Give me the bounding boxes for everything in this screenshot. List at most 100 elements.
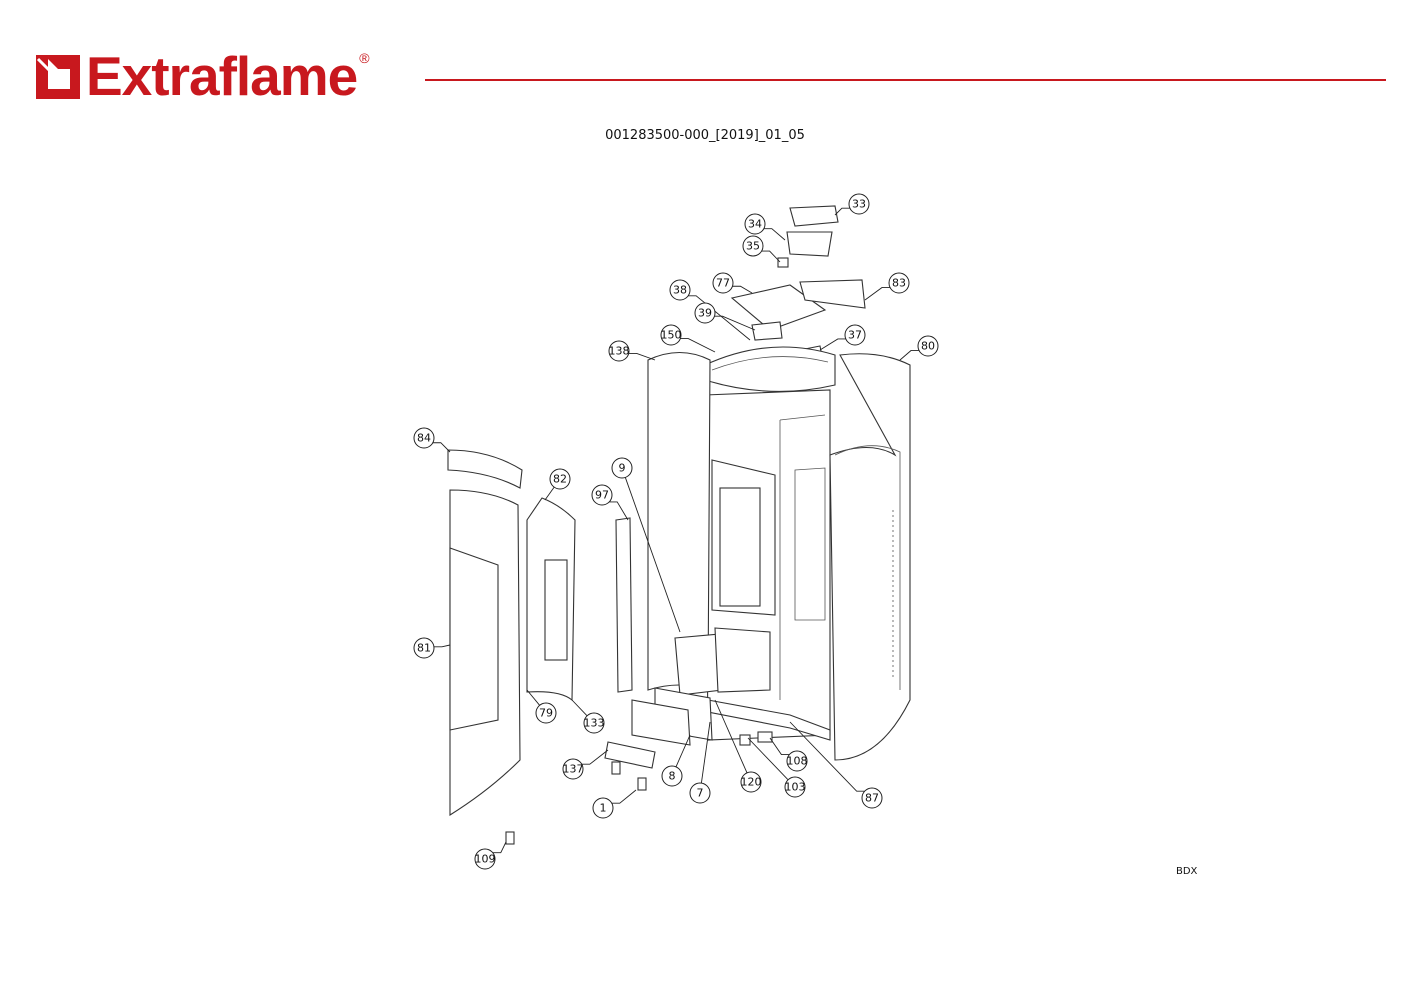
callout-number: 8 [669,770,676,783]
stove-parts-drawing [447,205,911,845]
logo-text: Extraflame [86,45,358,107]
callout-103: 103 [747,737,806,798]
callout-number: 83 [892,277,906,290]
callout-number: 97 [595,489,609,502]
leader-line [544,486,555,501]
callout-circle [608,340,630,362]
callout-circle [917,335,939,357]
callout-number: 82 [553,473,567,486]
callout-9: 9 [611,457,681,633]
leader-line [609,501,629,521]
callout-circle [535,702,557,724]
callout-38: 38 [669,279,751,341]
callout-circle [474,848,496,870]
callout-79: 79 [526,689,557,724]
callout-number: 81 [417,642,431,655]
leader-line [688,295,751,341]
leader-line [675,734,691,768]
leader-line [432,442,451,453]
callout-number: 137 [563,763,584,776]
callout-150: 150 [660,324,716,353]
callout-number: 39 [698,307,712,320]
leader-line [761,250,781,263]
callout-number: 77 [716,277,730,290]
callout-circle [591,484,613,506]
leader-line [789,721,865,792]
callout-circle [694,302,716,324]
callout-33: 33 [834,193,870,216]
leader-line [581,749,609,765]
brand-logo: Extraflame ® [34,45,370,107]
callout-number: 1 [600,802,607,815]
callout-137: 137 [562,749,609,780]
callout-number: 120 [741,776,762,789]
callout-8: 8 [661,734,691,787]
callout-number: 38 [673,284,687,297]
callout-number: 34 [748,218,762,231]
leader-line [680,338,716,353]
leader-line [571,699,588,717]
leader-line [769,737,790,755]
leader-line [526,689,540,706]
callout-circle [742,235,764,257]
leader-line [732,285,753,294]
callout-83: 83 [864,272,910,301]
callout-number: 35 [746,240,760,253]
document-code: 001283500-000_[2019]_01_05 [605,128,805,143]
callout-39: 39 [694,302,756,331]
callout-138: 138 [608,340,656,362]
callout-number: 9 [619,462,626,475]
callout-circle [611,457,633,479]
callout-37: 37 [819,324,866,351]
callout-109: 109 [474,841,507,870]
callout-82: 82 [544,468,571,501]
registered-mark: ® [359,50,370,66]
callout-7: 7 [689,721,711,804]
callout-number: 33 [852,198,866,211]
callout-108: 108 [769,737,808,772]
callout-circle [888,272,910,294]
callout-number: 7 [697,787,704,800]
callout-120: 120 [714,699,762,793]
callout-circle [740,771,762,793]
callout-circle [786,750,808,772]
leader-line [864,287,891,301]
callout-number: 108 [787,755,808,768]
callout-number: 87 [865,792,879,805]
callout-35: 35 [742,235,781,263]
callout-circle [844,324,866,346]
leader-line [747,737,789,781]
callout-circle [592,797,614,819]
leader-line [628,352,656,361]
leader-line [700,721,711,784]
callout-number: 37 [848,329,862,342]
callout-80: 80 [899,335,939,361]
callout-circle [689,782,711,804]
leader-line [899,350,920,361]
callout-circle [583,712,605,734]
callout-number: 80 [921,340,935,353]
callout-1: 1 [592,789,637,819]
callout-circle [848,193,870,215]
callout-133: 133 [571,699,605,734]
model-code: BDX [1176,866,1198,877]
callout-circle [413,427,435,449]
callout-circle [660,324,682,346]
callout-97: 97 [591,484,629,521]
callout-number: 103 [785,781,806,794]
callout-number: 133 [584,717,605,730]
callout-circle [861,787,883,809]
callout-circle [661,765,683,787]
leader-line [714,315,756,331]
logo-mark-icon [34,53,82,101]
leader-line [763,228,786,241]
callout-number: 150 [661,329,682,342]
header-rule [425,79,1386,81]
callout-77: 77 [712,272,753,294]
callout-81: 81 [413,637,451,659]
callout-84: 84 [413,427,451,453]
callout-circle [784,776,806,798]
leader-line [492,841,507,854]
callout-number: 138 [609,345,630,358]
